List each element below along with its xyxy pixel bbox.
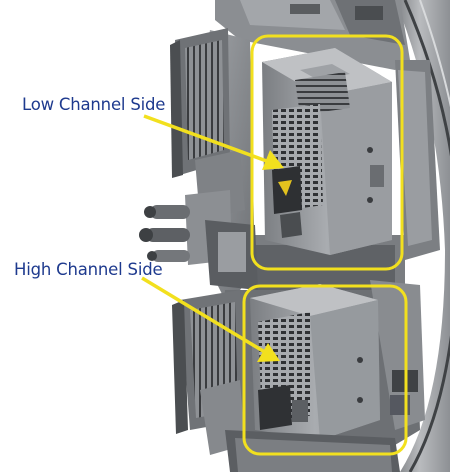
top-chassis <box>215 0 440 260</box>
low-channel-highlight-box <box>250 34 404 271</box>
left-heatsink-lower <box>172 290 245 455</box>
high-channel-side-label: High Channel Side <box>14 260 163 279</box>
low-channel-module <box>262 48 392 255</box>
left-connectors <box>139 190 258 290</box>
gantry-ring <box>395 0 450 472</box>
high-channel-highlight-box <box>242 284 408 456</box>
high-channel-arrow <box>141 276 280 362</box>
high-channel-module <box>250 284 380 440</box>
low-channel-side-label: Low Channel Side <box>22 95 166 114</box>
low-channel-arrow <box>143 114 284 170</box>
base-plate <box>225 430 400 472</box>
